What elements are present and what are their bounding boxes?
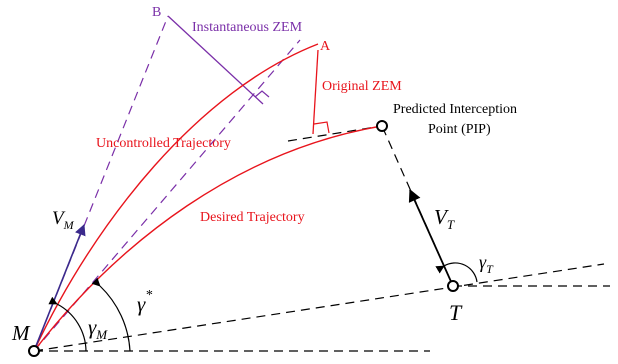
instantaneous-zem-right-angle (254, 90, 270, 98)
missile-symbol: M (11, 321, 31, 345)
desired-trajectory-label: Desired Trajectory (200, 210, 305, 225)
target-velocity-symbol: VT (434, 205, 455, 232)
missile-point-marker (28, 345, 40, 357)
gamma-t-symbol: γT (479, 252, 494, 276)
pip-label-line2: Point (PIP) (428, 122, 491, 137)
gamma-m-symbol: γM (88, 315, 108, 342)
point-a-label: A (320, 39, 331, 54)
missile-velocity-vector (33, 223, 86, 352)
original-zem-right-angle (313, 121, 330, 134)
pip-point-marker (376, 120, 388, 132)
gamma-star-symbol: γ* (137, 288, 152, 316)
pip-label-line1: Predicted Interception (393, 102, 517, 117)
point-b-label: B (152, 5, 161, 20)
instantaneous-zem-label: Instantaneous ZEM (192, 20, 303, 35)
uncontrolled-trajectory-label: Uncontrolled Trajectory (96, 136, 231, 151)
gamma-star-angle-arc (91, 277, 131, 352)
target-symbol: T (449, 300, 463, 325)
original-zem-label: Original ZEM (322, 79, 402, 94)
missile-velocity-symbol: VM (52, 208, 75, 232)
line-of-sight (33, 263, 605, 352)
desired-trajectory (33, 125, 383, 352)
gamma-m-angle-arc (48, 296, 87, 352)
gamma-t-angle-arc (435, 262, 478, 283)
target-velocity-vector (408, 188, 454, 287)
instantaneous-zem-segment (167, 15, 264, 105)
uncontrolled-trajectory (33, 43, 319, 352)
original-zem-segment (312, 49, 319, 135)
target-point-marker (447, 280, 459, 292)
